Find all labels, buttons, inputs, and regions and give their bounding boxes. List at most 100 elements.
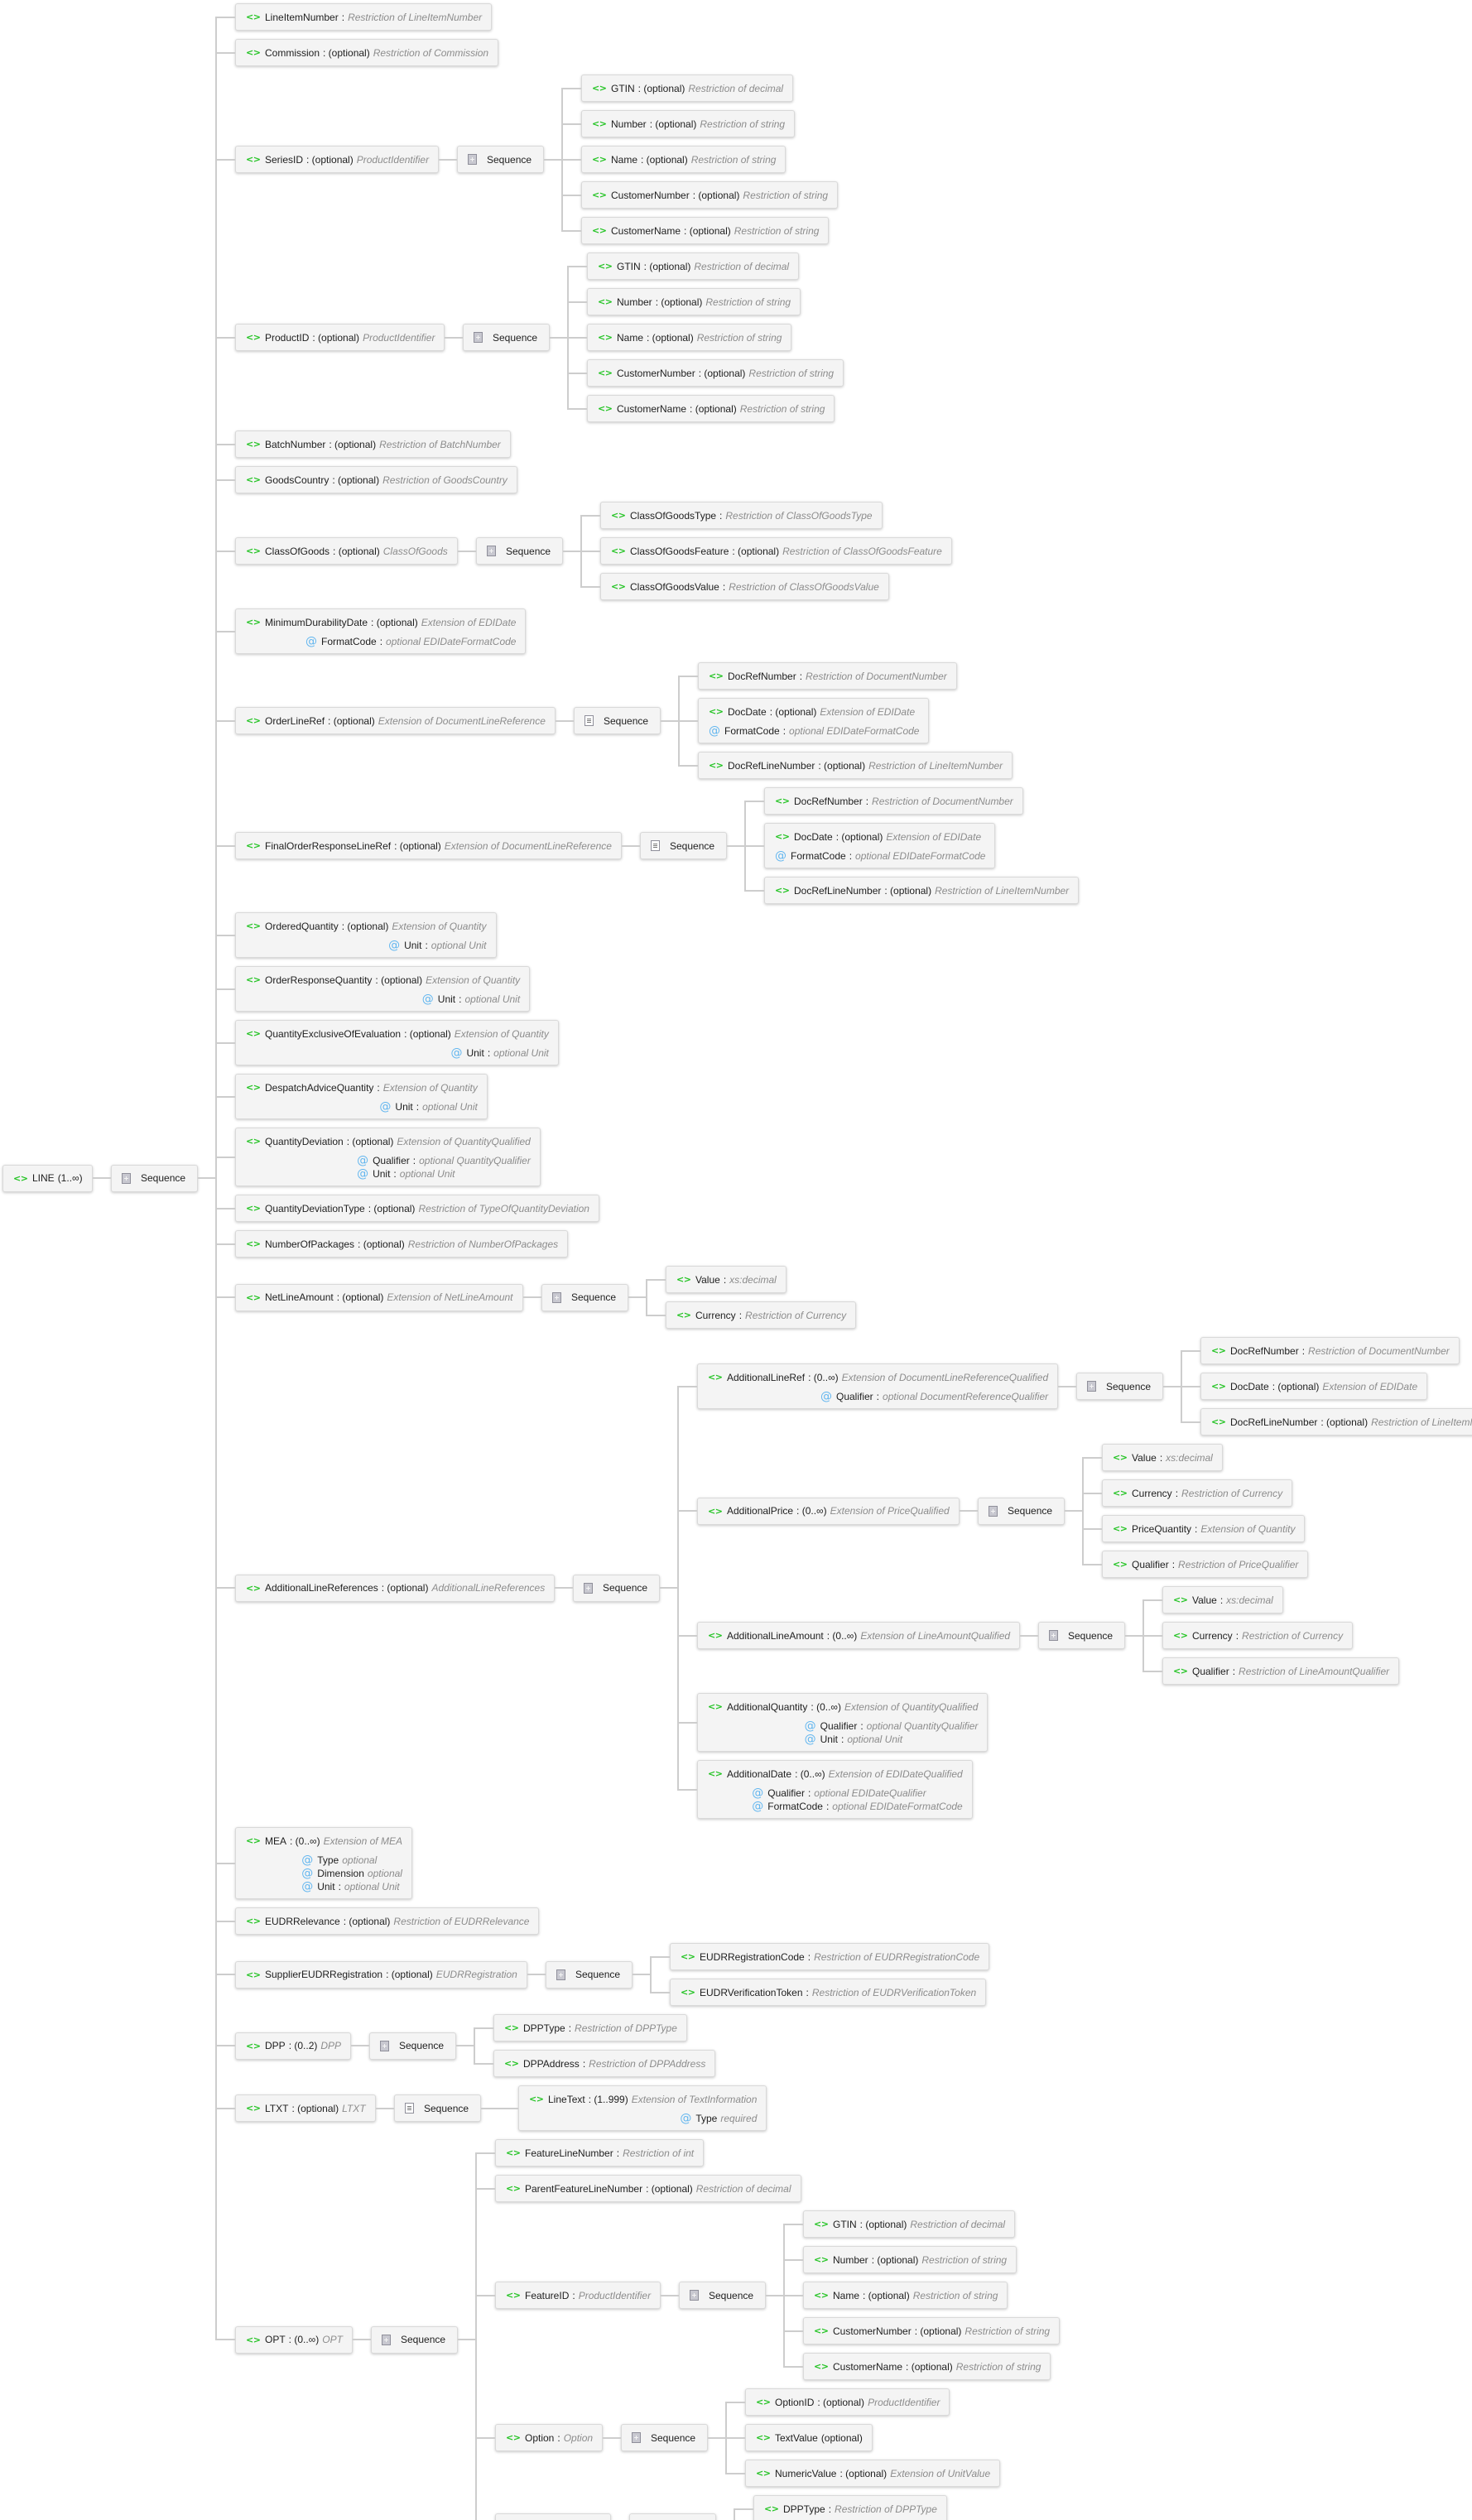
element-node[interactable]: <>Name: (optional)Restriction of string xyxy=(803,2282,1008,2309)
element-node[interactable]: <>Value:xs:decimal xyxy=(666,1266,787,1293)
sequence-node[interactable]: Sequence xyxy=(573,1574,661,1602)
element-node[interactable]: <>EUDRRelevance: (optional)Restriction o… xyxy=(235,1907,540,1935)
element-node[interactable]: <>CustomerName: (optional)Restriction of… xyxy=(803,2353,1051,2380)
element-node[interactable]: <>Option:Option xyxy=(495,2424,604,2451)
element-node[interactable]: <>NumberOfPackages: (optional)Restrictio… xyxy=(235,1230,569,1258)
element-node[interactable]: <>ClassOfGoodsValue:Restriction of Class… xyxy=(600,573,889,600)
element-node[interactable]: <>AdditionalLineReferences: (optional)Ad… xyxy=(235,1574,556,1602)
element-node[interactable]: <>LineText: (1..999)Extension of TextInf… xyxy=(518,2085,767,2131)
element-node[interactable]: <>OrderedQuantity: (optional)Extension o… xyxy=(235,912,497,958)
element-node[interactable]: <>ClassOfGoodsFeature: (optional)Restric… xyxy=(600,537,952,565)
element-node[interactable]: <>EUDRVerificationToken:Restriction of E… xyxy=(670,1979,987,2006)
sequence-expand-icon[interactable] xyxy=(556,1969,565,1980)
sequence-node[interactable]: Sequence xyxy=(1076,1373,1164,1400)
element-node[interactable]: <>SeriesID: (optional)ProductIdentifier xyxy=(235,146,440,173)
element-node[interactable]: <>CustomerNumber: (optional)Restriction … xyxy=(581,181,839,209)
sequence-node[interactable]: Sequence xyxy=(476,537,564,565)
sequence-node[interactable]: Sequence xyxy=(640,832,728,859)
element-node[interactable]: <>Number: (optional)Restriction of strin… xyxy=(581,110,796,137)
element-node[interactable]: <>OptionID: (optional)ProductIdentifier xyxy=(745,2388,950,2416)
element-node[interactable]: <>CustomerName: (optional)Restriction of… xyxy=(587,395,835,422)
sequence-lines-icon[interactable] xyxy=(405,2103,414,2114)
element-node[interactable]: <>DPPType:Restriction of DPPType xyxy=(493,2014,687,2041)
sequence-expand-icon[interactable] xyxy=(380,2040,389,2051)
element-node[interactable]: <>GoodsCountry: (optional)Restriction of… xyxy=(235,466,517,493)
element-node[interactable]: <>DocRefLineNumber: (optional)Restrictio… xyxy=(764,877,1080,904)
sequence-node[interactable]: Sequence xyxy=(1038,1622,1126,1649)
element-node[interactable]: <>DPPAddress:Restriction of DPPAddress xyxy=(493,2050,716,2077)
element-node[interactable]: <>QuantityDeviation: (optional)Extension… xyxy=(235,1128,541,1186)
element-node[interactable]: <>Number: (optional)Restriction of strin… xyxy=(587,288,801,315)
element-node[interactable]: <>AdditionalDate: (0..∞)Extension of EDI… xyxy=(697,1760,973,1819)
element-node[interactable]: <>Value:xs:decimal xyxy=(1162,1586,1283,1613)
sequence-expand-icon[interactable] xyxy=(690,2290,699,2301)
element-node[interactable]: <>AdditionalQuantity: (0..∞)Extension of… xyxy=(697,1693,989,1752)
element-node[interactable]: <>NetLineAmount: (optional)Extension of … xyxy=(235,1283,523,1311)
sequence-node[interactable]: Sequence xyxy=(546,1960,633,1989)
sequence-node[interactable]: Sequence xyxy=(629,2513,717,2520)
element-node[interactable]: <>GTIN: (optional)Restriction of decimal xyxy=(587,252,800,280)
element-node[interactable]: <>DocRefLineNumber: (optional)Restrictio… xyxy=(1200,1408,1472,1436)
element-node[interactable]: <>MinimumDurabilityDate: (optional)Exten… xyxy=(235,608,527,654)
element-node[interactable]: <>Name: (optional)Restriction of string xyxy=(587,324,792,351)
element-node[interactable]: <>LineItemNumber:Restriction of LineItem… xyxy=(235,3,493,31)
element-node[interactable]: <>QuantityExclusiveOfEvaluation: (option… xyxy=(235,1020,559,1065)
element-node[interactable]: <>DocDate: (optional)Extension of EDIDat… xyxy=(764,823,996,868)
element-node[interactable]: <>OrderResponseQuantity: (optional)Exten… xyxy=(235,966,531,1012)
element-node[interactable]: <>Currency:Restriction of Currency xyxy=(1102,1479,1293,1507)
element-node[interactable]: <>Number: (optional)Restriction of strin… xyxy=(803,2246,1017,2273)
element-node[interactable]: <>DPP: (0..2)DPP xyxy=(495,2513,612,2520)
sequence-node[interactable]: Sequence xyxy=(371,2325,459,2354)
element-node[interactable]: <>DocDate: (optional)Extension of EDIDat… xyxy=(1200,1373,1428,1400)
sequence-node[interactable]: Sequence xyxy=(369,2032,457,2060)
element-node[interactable]: <>AdditionalLineRef: (0..∞)Extension of … xyxy=(697,1363,1059,1409)
sequence-node[interactable]: Sequence xyxy=(541,1283,629,1311)
sequence-lines-icon[interactable] xyxy=(584,715,594,726)
element-node[interactable]: <>DPPType:Restriction of DPPType xyxy=(753,2495,947,2520)
element-node[interactable]: <>ParentFeatureLineNumber: (optional)Res… xyxy=(495,2175,801,2202)
element-node[interactable]: <>AdditionalLineAmount: (0..∞)Extension … xyxy=(697,1622,1021,1649)
element-node[interactable]: <>CustomerName: (optional)Restriction of… xyxy=(581,217,830,244)
sequence-node[interactable]: Sequence xyxy=(679,2282,767,2309)
element-node[interactable]: <>LINE(1..∞) xyxy=(2,1164,93,1192)
sequence-lines-icon[interactable] xyxy=(651,840,660,851)
element-node[interactable]: <>Qualifier:Restriction of LineAmountQua… xyxy=(1162,1657,1400,1685)
element-node[interactable]: <>NumericValue: (optional)Extension of U… xyxy=(745,2460,1001,2487)
element-node[interactable]: <>DPP: (0..2)DPP xyxy=(235,2032,352,2060)
element-node[interactable]: <>QuantityDeviationType: (optional)Restr… xyxy=(235,1195,599,1222)
sequence-expand-icon[interactable] xyxy=(632,2432,641,2443)
element-node[interactable]: <>LTXT: (optional)LTXT xyxy=(235,2094,376,2122)
element-node[interactable]: <>TextValue(optional) xyxy=(745,2424,873,2451)
element-node[interactable]: <>FeatureID:ProductIdentifier xyxy=(495,2282,661,2309)
element-node[interactable]: <>EUDRRegistrationCode:Restriction of EU… xyxy=(670,1943,990,1970)
sequence-expand-icon[interactable] xyxy=(552,1291,561,1303)
element-node[interactable]: <>AdditionalPrice: (0..∞)Extension of Pr… xyxy=(697,1497,960,1525)
element-node[interactable]: <>DocDate: (optional)Extension of EDIDat… xyxy=(698,698,930,743)
element-node[interactable]: <>Currency:Restriction of Currency xyxy=(1162,1622,1354,1649)
sequence-node[interactable]: Sequence xyxy=(978,1497,1066,1525)
sequence-expand-icon[interactable] xyxy=(468,154,477,165)
element-node[interactable]: <>DespatchAdviceQuantity:Extension of Qu… xyxy=(235,1074,488,1119)
element-node[interactable]: <>DocRefLineNumber: (optional)Restrictio… xyxy=(698,752,1013,779)
sequence-expand-icon[interactable] xyxy=(382,2334,391,2345)
sequence-node[interactable]: Sequence xyxy=(463,324,551,351)
element-node[interactable]: <>Commission: (optional)Restriction of C… xyxy=(235,39,499,66)
sequence-expand-icon[interactable] xyxy=(122,1172,131,1184)
element-node[interactable]: <>Currency:Restriction of Currency xyxy=(666,1301,857,1329)
element-node[interactable]: <>DocRefNumber:Restriction of DocumentNu… xyxy=(698,662,957,690)
sequence-expand-icon[interactable] xyxy=(487,546,496,556)
sequence-expand-icon[interactable] xyxy=(584,1582,593,1594)
element-node[interactable]: <>ClassOfGoods: (optional)ClassOfGoods xyxy=(235,537,458,565)
sequence-node[interactable]: Sequence xyxy=(621,2424,709,2451)
sequence-expand-icon[interactable] xyxy=(989,1505,998,1517)
element-node[interactable]: <>GTIN: (optional)Restriction of decimal xyxy=(581,75,794,102)
element-node[interactable]: <>Name: (optional)Restriction of string xyxy=(581,146,787,173)
element-node[interactable]: <>ProductID: (optional)ProductIdentifier xyxy=(235,324,445,351)
element-node[interactable]: <>Qualifier:Restriction of PriceQualifie… xyxy=(1102,1551,1309,1578)
element-node[interactable]: <>DocRefNumber:Restriction of DocumentNu… xyxy=(764,787,1023,815)
sequence-node[interactable]: Sequence xyxy=(574,707,661,734)
sequence-expand-icon[interactable] xyxy=(474,332,483,343)
sequence-node[interactable]: Sequence xyxy=(394,2094,482,2122)
sequence-expand-icon[interactable] xyxy=(1049,1630,1058,1641)
